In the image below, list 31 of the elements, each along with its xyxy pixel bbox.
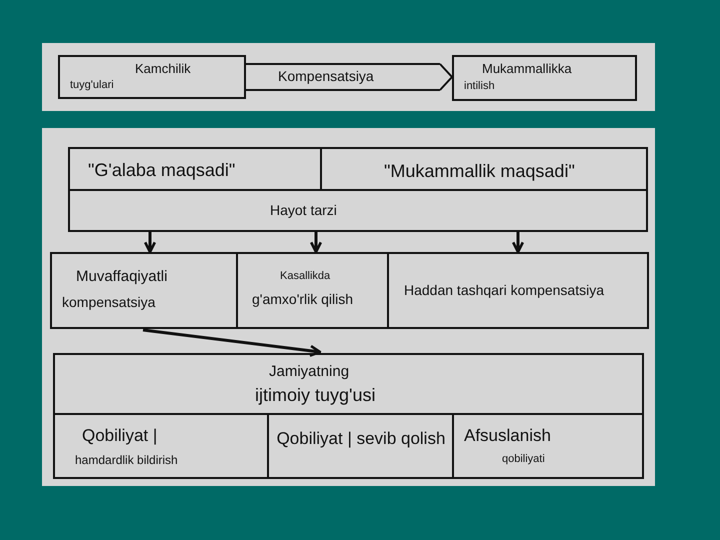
box-text: Mukammallikka — [482, 61, 572, 76]
process-box — [452, 55, 637, 101]
box-text: "G'alaba maqsadi" — [88, 160, 236, 181]
box-text: Hayot tarzi — [270, 202, 337, 218]
box-text: Jamiyatning — [269, 363, 350, 380]
box-text: tuyg'ulari — [70, 79, 114, 91]
box-text: qobiliyati — [502, 453, 545, 465]
process-box — [50, 252, 238, 329]
process-box — [58, 55, 246, 99]
edge-label: Kompensatsiya — [278, 68, 374, 84]
process-box — [68, 189, 648, 232]
box-text: Haddan tashqari kompensatsiya — [404, 282, 604, 298]
process-box — [320, 147, 648, 191]
process-box — [53, 353, 644, 415]
box-text: Muvaffaqiyatli — [76, 268, 168, 285]
process-box — [53, 413, 269, 479]
box-text: kompensatsiya — [62, 294, 156, 310]
box-text: "Mukammallik maqsadi" — [384, 161, 575, 182]
process-box — [236, 252, 389, 329]
box-text: g'amxo'rlik qilish — [252, 291, 354, 307]
process-box — [452, 413, 644, 479]
box-text: Kasallikda — [280, 270, 330, 282]
process-box — [68, 147, 322, 191]
box-text: Afsuslanish — [464, 426, 551, 446]
box-text: Kamchilik — [135, 61, 191, 76]
box-text: Qobiliyat | sevib qolish — [276, 428, 446, 450]
box-text: intilish — [464, 80, 495, 92]
process-box — [387, 252, 649, 329]
box-text: hamdardlik bildirish — [75, 453, 178, 467]
box-text: Qobiliyat | — [82, 426, 158, 446]
box-text: ijtimoiy tuyg'usi — [255, 385, 376, 406]
